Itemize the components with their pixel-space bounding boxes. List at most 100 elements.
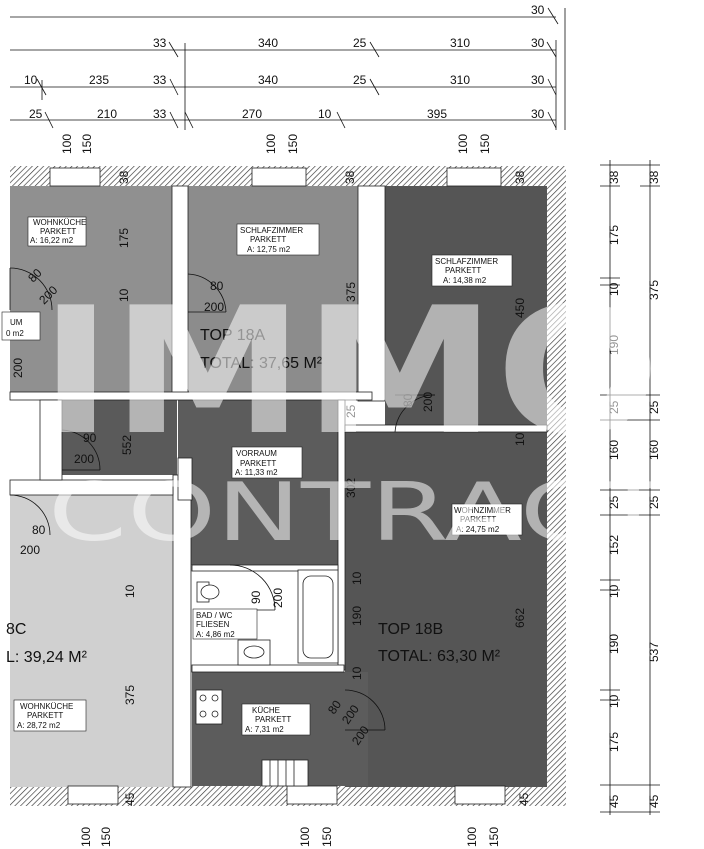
dim-right-10b: 10 (607, 584, 621, 598)
dim-row3-30: 30 (531, 73, 545, 87)
label-schlafzimmer-b: SCHLAFZIMMER PARKETT A: 14,38 m2 (431, 254, 513, 287)
radiator (261, 759, 309, 787)
stove (195, 689, 223, 725)
dim-door-3a: 80 (401, 393, 415, 407)
bathtub (297, 569, 339, 664)
unit-top18b: TOP 18B (378, 621, 443, 638)
svg-text:A: 28,72 m2: A: 28,72 m2 (17, 721, 61, 730)
dim-right-45a: 45 (607, 794, 621, 808)
svg-text:A: 4,86 m2: A: 4,86 m2 (196, 630, 235, 639)
dim-int-375b: 375 (123, 685, 137, 705)
dim-door-6a: 90 (249, 590, 263, 604)
dim-win-top-2b: 150 (286, 134, 300, 154)
dim-rightout-375: 375 (647, 280, 661, 300)
dim-right-38: 38 (607, 170, 621, 184)
dim-row3-10: 10 (24, 73, 38, 87)
dim-int-45a: 45 (123, 792, 137, 806)
room-fills (10, 186, 547, 787)
dim-int-38c: 38 (513, 170, 527, 184)
dim-door-5b: 200 (20, 543, 40, 557)
dim-int-45b: 45 (517, 792, 531, 806)
dim-right-175: 175 (607, 225, 621, 245)
svg-text:A: 12,75 m2: A: 12,75 m2 (247, 245, 291, 254)
svg-text:PARKETT: PARKETT (460, 515, 496, 524)
dim-row4-210: 210 (97, 107, 117, 121)
dim-row3-235: 235 (89, 73, 109, 87)
dim-right-25a: 25 (607, 400, 621, 414)
svg-text:WOHNZIMMER: WOHNZIMMER (454, 506, 511, 515)
label-bad: BAD / WC FLIESEN A: 4,86 m2 (192, 608, 258, 640)
unit-top18a: TOP 18A (200, 327, 266, 344)
dim-door-4b: 200 (74, 452, 94, 466)
label-schlafzimmer-a: SCHLAFZIMMER PARKETT A: 12,75 m2 (236, 223, 320, 256)
dim-right-25b: 25 (607, 495, 621, 509)
svg-text:A: 11,33 m2: A: 11,33 m2 (235, 468, 278, 477)
dim-int-10b: 10 (513, 432, 527, 446)
dim-row4-30: 30 (531, 107, 545, 121)
svg-text:SCHLAFZIMMER: SCHLAFZIMMER (435, 257, 498, 266)
dim-int-38b: 38 (343, 170, 357, 184)
dim-win-bottom-3a: 100 (465, 827, 479, 847)
svg-text:0 m2: 0 m2 (6, 329, 24, 338)
label-kueche: KÜCHE PARKETT A: 7,31 m2 (241, 703, 311, 736)
svg-text:A: 14,38 m2: A: 14,38 m2 (443, 276, 487, 285)
dim-right-190a: 190 (607, 335, 621, 355)
dim-int-38a: 38 (117, 170, 131, 184)
dim-rightout-25b: 25 (647, 495, 661, 509)
dim-win-top-3a: 100 (456, 134, 470, 154)
dim-door-2b: 200 (204, 300, 224, 314)
dim-int-10c: 10 (350, 571, 364, 585)
unit-top18a-total: TOTAL: 37,65 M² (200, 355, 323, 372)
dim-row2-33: 33 (153, 36, 167, 50)
svg-text:PARKETT: PARKETT (255, 715, 291, 724)
dim-row4-33: 33 (153, 107, 167, 121)
dim-right-175b: 175 (607, 732, 621, 752)
svg-text:A: 16,22 m2: A: 16,22 m2 (30, 236, 74, 245)
svg-text:VORRAUM: VORRAUM (236, 449, 277, 458)
svg-text:WOHNKÜCHE: WOHNKÜCHE (20, 702, 73, 711)
dim-int-190: 190 (350, 606, 364, 626)
svg-text:KÜCHE: KÜCHE (252, 706, 280, 715)
dim-win-bottom-2b: 150 (320, 827, 334, 847)
label-wohnkueche-c: WOHNKÜCHE PARKETT A: 28,72 m2 (13, 699, 87, 732)
dim-door-9: 200 (11, 358, 25, 378)
watermark-contract: CONTRACT (48, 466, 670, 559)
dim-win-bottom-1b: 150 (99, 827, 113, 847)
dim-int-450: 450 (513, 298, 527, 318)
dim-row3-33: 33 (153, 73, 167, 87)
dim-row4-395: 395 (427, 107, 447, 121)
svg-text:A: 7,31 m2: A: 7,31 m2 (245, 725, 284, 734)
dim-int-552: 552 (120, 435, 134, 455)
svg-text:PARKETT: PARKETT (40, 227, 76, 236)
dim-win-top-1b: 150 (80, 134, 94, 154)
dim-win-bottom-3b: 150 (487, 827, 501, 847)
top-dimension-lines (10, 7, 566, 130)
label-vorraum: VORRAUM PARKETT A: 11,33 m2 (231, 446, 303, 479)
room-schlafzimmer-a-fill (188, 186, 358, 392)
svg-text:PARKETT: PARKETT (27, 711, 63, 720)
room-wohnkueche-c-fill (10, 495, 173, 787)
door-swings (9, 267, 436, 731)
dim-row3-310: 310 (450, 73, 470, 87)
dim-rightout-25a: 25 (647, 400, 661, 414)
dim-door-3b: 200 (421, 392, 435, 412)
unit-top18b-total: TOTAL: 63,30 M² (378, 648, 501, 665)
svg-text:WOHNKÜCHE: WOHNKÜCHE (33, 218, 86, 227)
svg-text:BAD / WC: BAD / WC (196, 611, 233, 620)
dim-rightout-38: 38 (647, 170, 661, 184)
dim-rightout-537: 537 (647, 642, 661, 662)
dim-right-160: 160 (607, 440, 621, 460)
dim-int-662: 662 (513, 608, 527, 628)
dim-row4-270: 270 (242, 107, 262, 121)
dim-row3-340: 340 (258, 73, 278, 87)
interior-walls (9, 185, 548, 788)
windows (49, 167, 506, 805)
dim-door-5a: 80 (32, 523, 46, 537)
dim-int-10e: 10 (123, 584, 137, 598)
dim-int-302: 302 (344, 478, 358, 498)
right-dimension-lines (600, 160, 660, 815)
svg-text:PARKETT: PARKETT (250, 235, 286, 244)
dim-win-bottom-1a: 100 (79, 827, 93, 847)
dim-row2-340: 340 (258, 36, 278, 50)
